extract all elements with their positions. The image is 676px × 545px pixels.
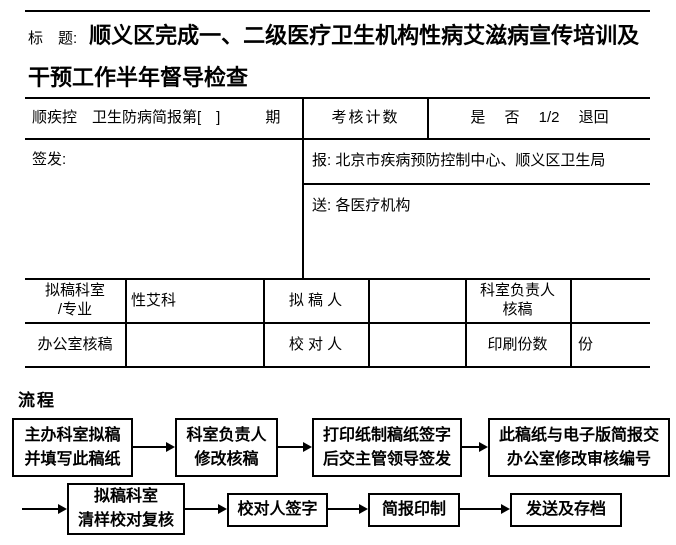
flow-step-office-review-number: 此稿纸与电子版简报交 办公室修改审核编号: [488, 418, 670, 477]
divider-table-2: [263, 278, 265, 366]
rule-below-title: [25, 97, 650, 99]
flow-step-proof-recheck: 拟稿科室 清样校对复核: [67, 483, 185, 535]
divider-assessment: [427, 97, 429, 138]
flow-arrow-2-icon: [278, 442, 312, 452]
flow-arrow-1-icon: [133, 442, 175, 452]
report-to: 报: 北京市疾病预防控制中心、顺义区卫生局: [312, 152, 606, 169]
divider-table-3: [368, 278, 370, 366]
assessment-options: 是 否 1/2 退回: [470, 109, 609, 126]
document-title: 顺义区完成一、二级医疗卫生机构性病艾滋病宣传培训及 干预工作半年督导检查: [28, 23, 640, 90]
divider-table-5: [570, 278, 572, 366]
rule-report-send-divider: [302, 183, 650, 185]
rule-table-bottom: [25, 366, 650, 368]
title-block: 标 题:顺义区完成一、二级医疗卫生机构性病艾滋病宣传培训及 干预工作半年督导检查: [28, 16, 650, 97]
send-to: 送: 各医疗机构: [312, 197, 411, 214]
office-review-value: [131, 322, 261, 366]
rule-top: [25, 10, 650, 12]
assessment-label: 考核计数: [331, 109, 400, 126]
dept-head-review-label: 科室负责人 核稿: [479, 282, 555, 318]
divider-table-4: [465, 278, 467, 366]
proofreader-label: 校 对 人: [288, 335, 343, 353]
drafter-label: 拟 稿 人: [288, 291, 343, 309]
rule-below-issue-row: [25, 138, 650, 140]
flow-step-proofreader-sign: 校对人签字: [227, 493, 328, 527]
draft-dept-label: 拟稿科室 /专业: [44, 282, 105, 318]
sign-off-label: 签发:: [32, 151, 67, 168]
office-review-label: 办公室核稿: [37, 335, 113, 353]
flow-step-dept-head-revise: 科室负责人 修改核稿: [175, 418, 278, 477]
print-copies-label: 印刷份数: [487, 335, 548, 353]
drafter-value: [374, 278, 463, 322]
flow-step-bulletin-print: 简报印制: [368, 493, 460, 527]
print-copies-unit: 份: [578, 335, 594, 353]
draft-dept-value: 性艾科: [131, 291, 177, 309]
rule-table-top: [25, 278, 650, 280]
divider-issue-left: [302, 97, 304, 280]
flow-arrow-6-icon: [460, 504, 510, 514]
flow-arrow-3-icon: [462, 442, 488, 452]
dept-head-review-value: [578, 278, 648, 322]
divider-table-1: [125, 278, 127, 366]
flow-arrow-4-icon: [185, 504, 227, 514]
flow-step-draft: 主办科室拟稿 并填写此稿纸: [12, 418, 133, 477]
flow-section-label: 流程: [18, 391, 56, 410]
rule-table-middle: [25, 322, 650, 324]
title-label: 标 题:: [28, 30, 78, 47]
issue-number: 顺疾控 卫生防病简报第[ ] 期: [32, 109, 281, 126]
flow-arrow-wrap-icon: [22, 504, 67, 514]
flow-step-send-archive: 发送及存档: [510, 493, 622, 527]
flow-arrow-5-icon: [328, 504, 368, 514]
proofreader-value: [374, 322, 463, 366]
flow-step-print-sign: 打印纸制稿纸签字 后交主管领导签发: [312, 418, 462, 477]
